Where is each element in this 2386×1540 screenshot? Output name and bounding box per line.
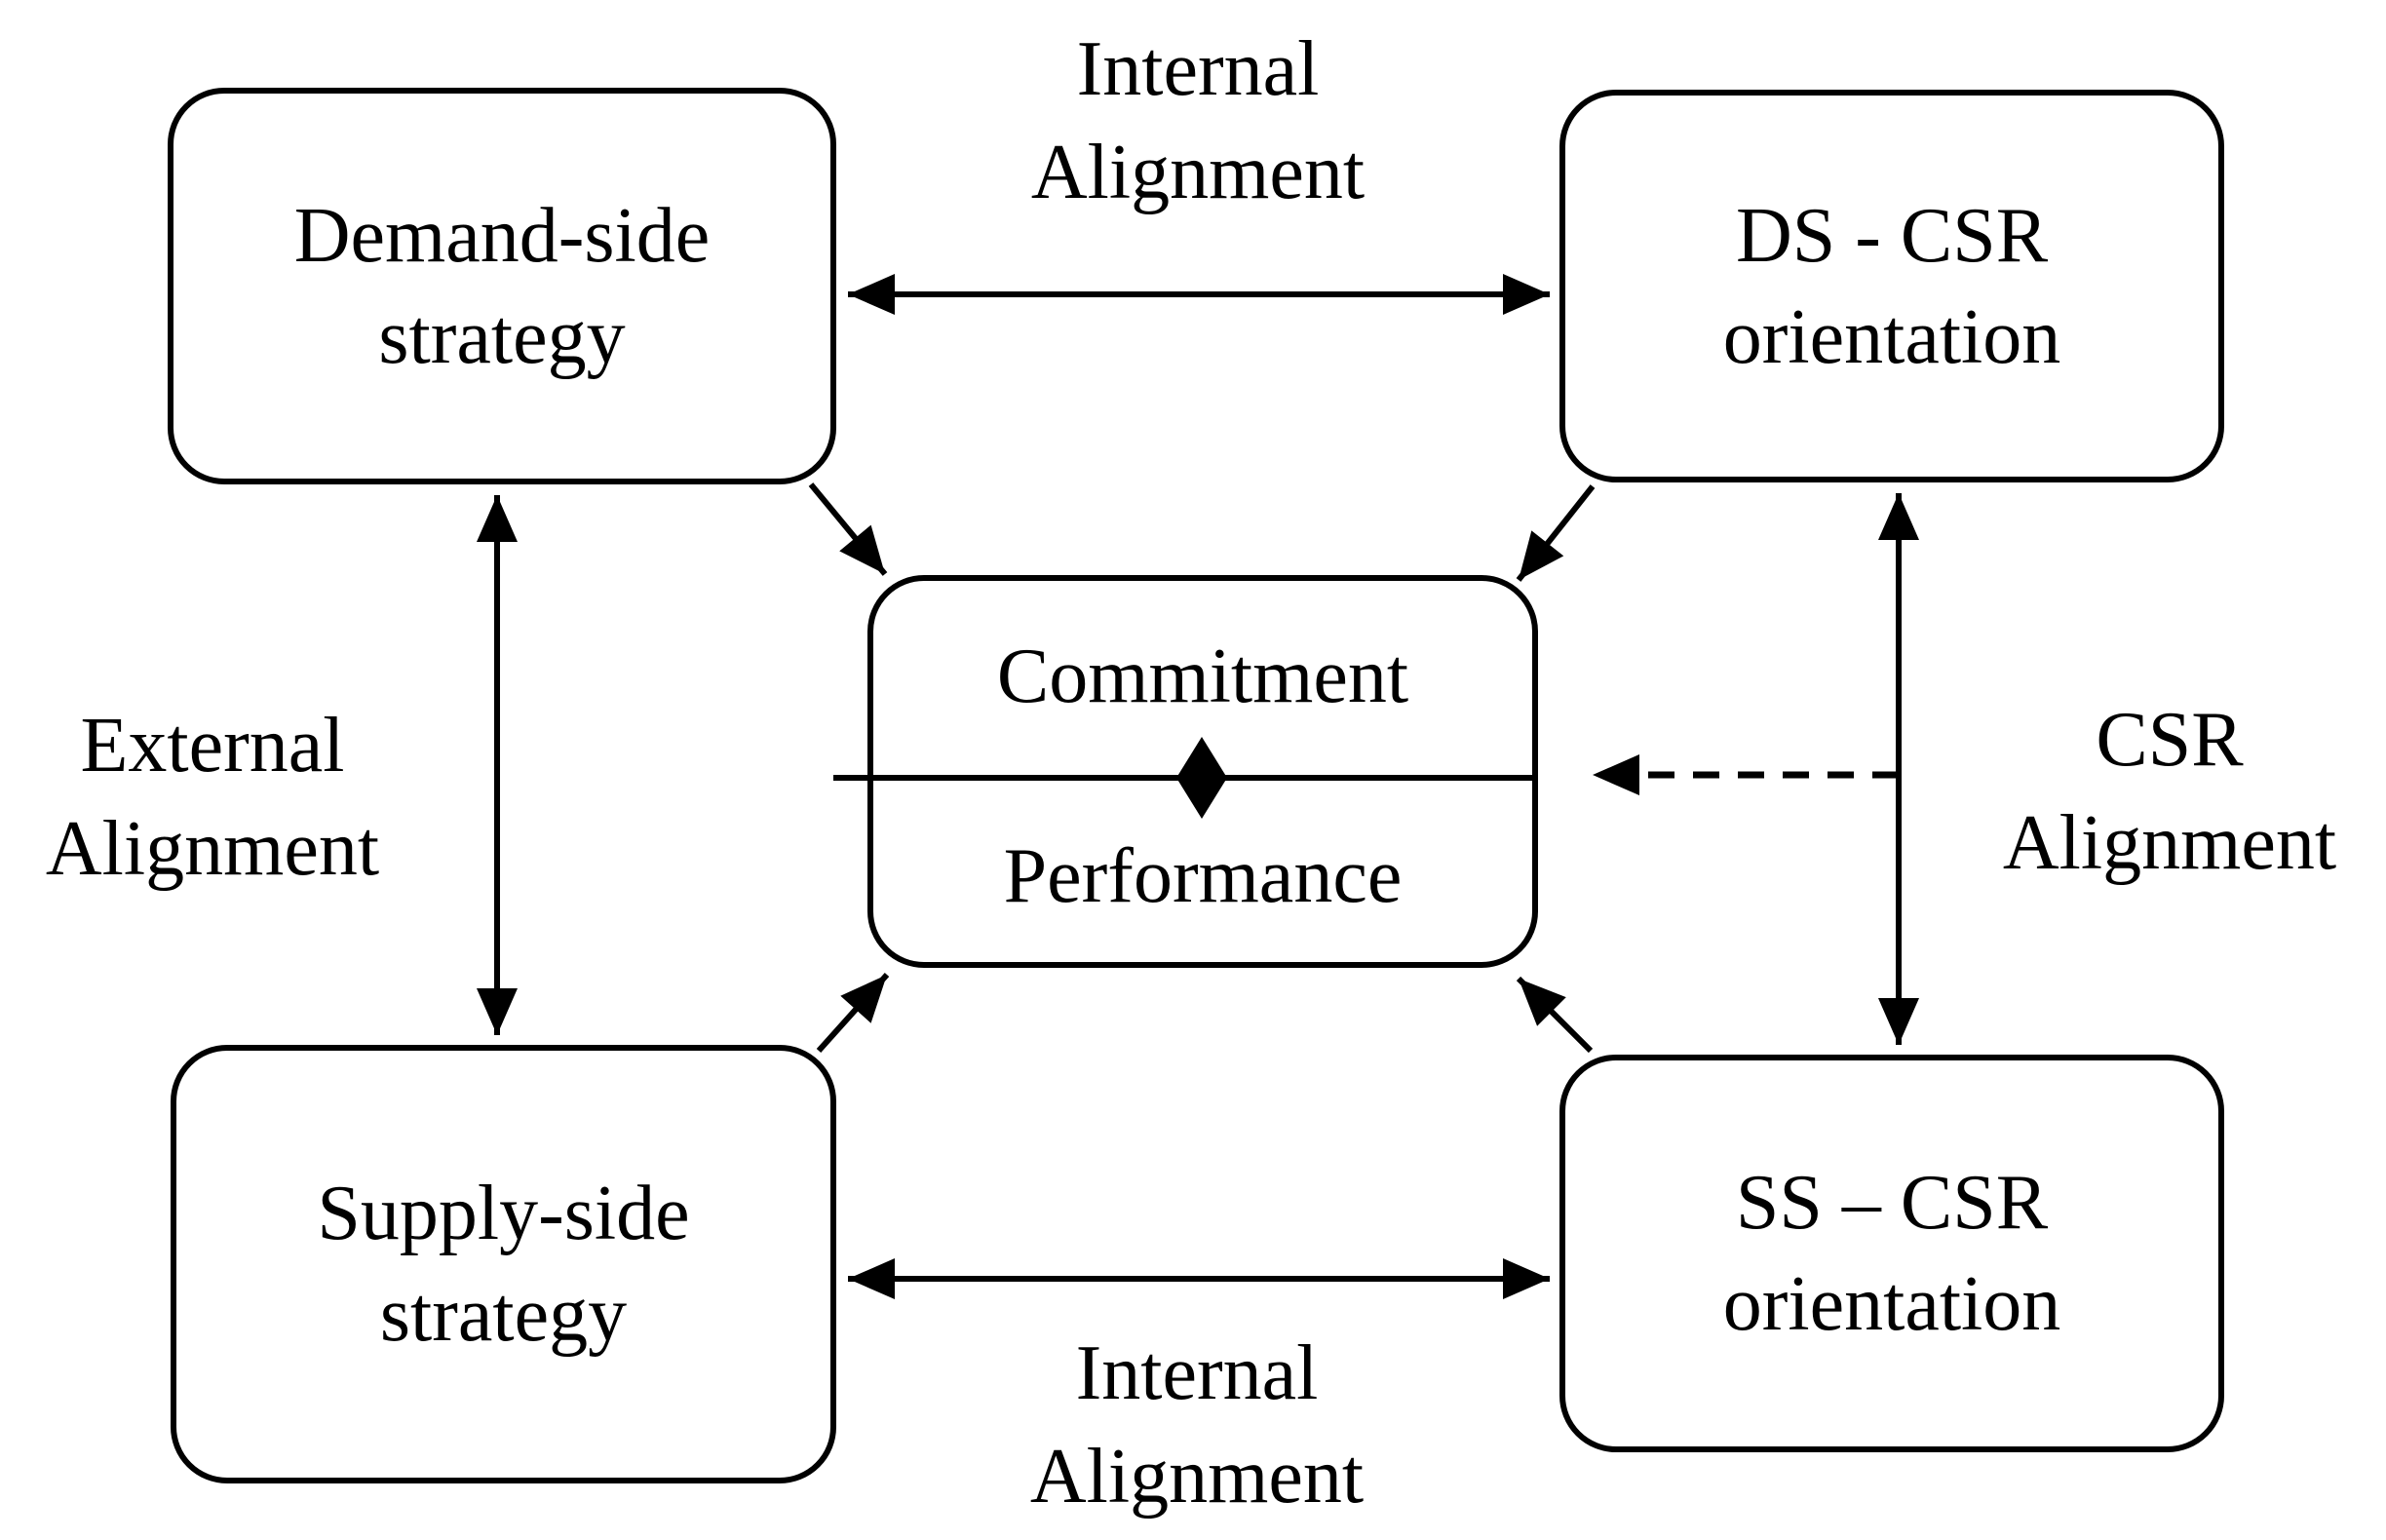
label-csr-alignment: CSR Alignment (2002, 697, 2337, 886)
box-ds-csr-orientation (1559, 90, 2224, 482)
label-internal-alignment-bottom: Internal Alignment (1029, 1330, 1365, 1520)
label-commitment: Commitment (996, 634, 1409, 719)
label-internal-alignment-top: Internal Alignment (1030, 26, 1366, 215)
label-supply-side-strategy: Supply-side strategy (317, 1171, 690, 1358)
label-demand-side-strategy: Demand-side strategy (293, 192, 711, 380)
arrow-ss-csr-to-outcome (1516, 976, 1594, 1054)
box-ss-csr-orientation (1559, 1055, 2224, 1452)
label-ds-csr-orientation: DS - CSR orientation (1722, 192, 2061, 380)
label-external-alignment: External Alignment (45, 703, 380, 892)
label-ss-csr-orientation: SS – CSR orientation (1722, 1160, 2061, 1347)
arrow-demand-to-outcome (808, 482, 888, 576)
arrow-ds-csr-to-outcome (1516, 484, 1596, 582)
box-demand-side-strategy (168, 88, 836, 484)
label-performance: Performance (1003, 833, 1403, 919)
box-supply-side-strategy (171, 1045, 836, 1483)
arrow-supply-to-outcome (816, 972, 890, 1054)
